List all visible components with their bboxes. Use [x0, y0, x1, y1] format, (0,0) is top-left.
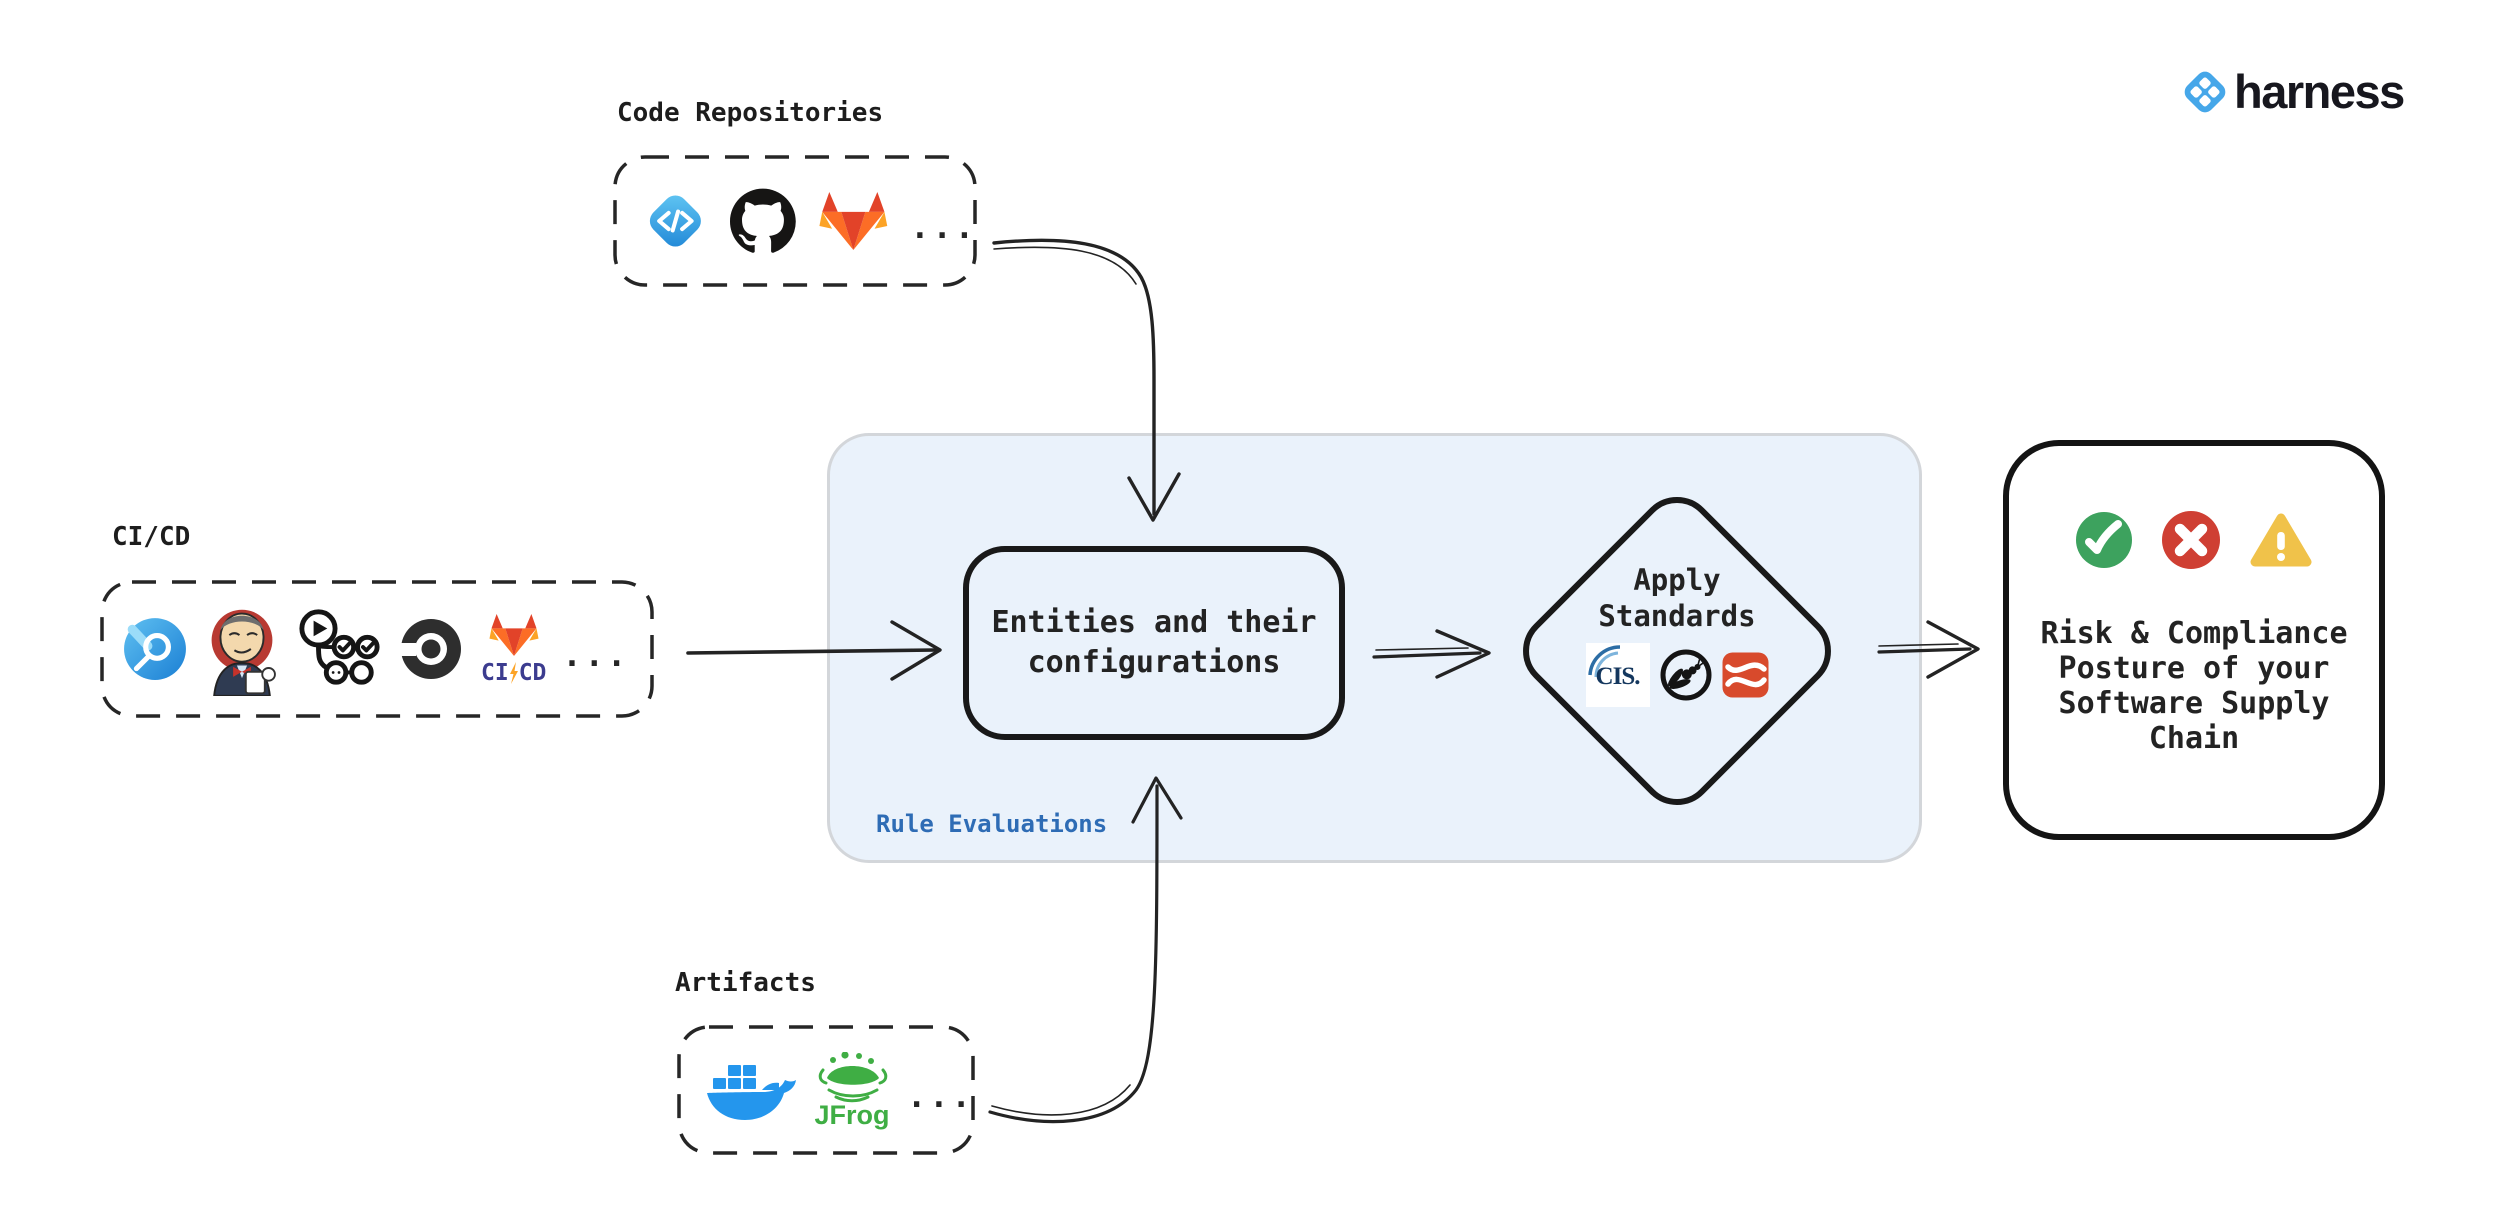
jfrog-wordmark: JFrog: [814, 1099, 890, 1130]
github-icon: [729, 188, 796, 253]
arrow-diamond-to-outcome: [1877, 647, 1972, 654]
cicd-box: CI CD ...: [100, 580, 654, 718]
code-repositories-box: ...: [613, 155, 977, 287]
outcome-text: Risk & Compliance Posture of your Softwa…: [2040, 616, 2347, 756]
outcome-line: Chain: [2148, 721, 2240, 756]
cis-icon: CIS.: [1585, 643, 1650, 707]
error-x-icon: [2162, 511, 2220, 569]
gitlab-icon: [818, 192, 887, 250]
artifacts-label: Artifacts: [675, 968, 816, 998]
docker-icon: [707, 1065, 796, 1120]
arrow-cicd-to-entities: [686, 648, 938, 655]
arrow-artifacts-to-entities: [988, 784, 1159, 1124]
entities-box: Entities and their configurations: [963, 546, 1345, 740]
owasp-icon: [1660, 649, 1711, 701]
more-artifacts-ellipsis: ...: [907, 1077, 974, 1115]
rule-evaluations-label: Rule Evaluations: [876, 810, 1108, 838]
jenkins-icon: [211, 609, 276, 696]
github-actions-icon: [299, 609, 380, 685]
warning-icon: [2250, 513, 2312, 567]
supply-chain-standard-icon: [1722, 652, 1768, 698]
arrow-code-to-entities: [992, 238, 1156, 516]
outcome-line: Software Supply: [2058, 686, 2330, 721]
outcome-box: Risk & Compliance Posture of your Softwa…: [2003, 440, 2385, 840]
jfrog-splash-icon: [818, 1051, 888, 1102]
cicd-label: CI/CD: [112, 522, 191, 552]
gitlab-ci-text: CI: [481, 660, 509, 686]
circleci-icon: [398, 618, 461, 679]
cis-arcs: [1587, 645, 1620, 678]
code-repositories-label: Code Repositories: [617, 98, 884, 128]
gitlab-cd-text: CD: [518, 660, 547, 686]
harness-wordmark: harness: [2234, 65, 2405, 118]
entities-line2: configurations: [1027, 645, 1281, 680]
outcome-line: Risk & Compliance: [2040, 616, 2348, 651]
entities-line1: Entities and their: [991, 605, 1317, 640]
dashed-border: [613, 155, 977, 287]
more-cicd-ellipsis: ...: [562, 636, 630, 674]
jfrog-icon: JFrog: [811, 1051, 893, 1130]
artifacts-box: JFrog ...: [677, 1025, 975, 1155]
apply-standards-content: Apply Standards CIS.: [1537, 562, 1817, 707]
harness-logo: harness: [2182, 64, 2405, 119]
rule-evaluations-panel: Rule Evaluations: [827, 433, 1922, 863]
gitlab-fox-icon: [489, 614, 539, 656]
lightning-bolt-icon: [509, 662, 518, 684]
harness-code-icon: [649, 195, 701, 247]
gitlab-cicd-icon: CI CD: [481, 612, 546, 686]
diamond-line1: Apply: [1633, 563, 1721, 597]
harness-logo-icon: [2184, 71, 2226, 112]
more-repos-ellipsis: ...: [910, 208, 978, 246]
cis-label: CIS.: [1595, 663, 1641, 690]
harness-pipeline-icon: [124, 618, 186, 680]
diamond-line2: Standards: [1598, 599, 1756, 633]
dashed-border: [100, 580, 654, 718]
outcome-line: Posture of your: [2058, 651, 2330, 686]
success-check-icon: [2076, 512, 2132, 568]
arrow-entities-to-diamond: [1372, 651, 1482, 659]
